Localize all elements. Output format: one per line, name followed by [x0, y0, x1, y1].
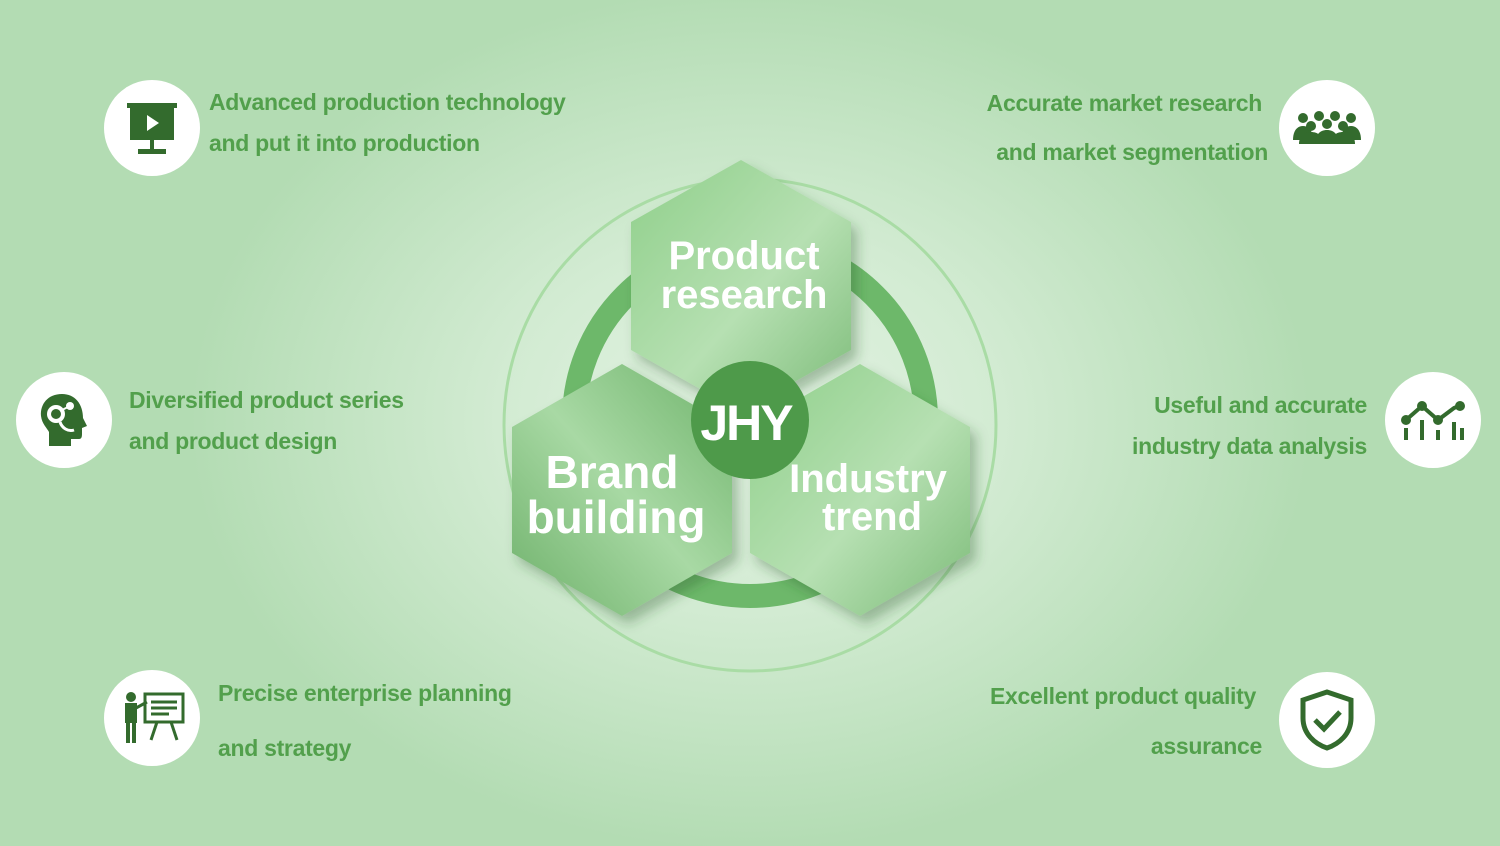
brain-head-icon: [16, 372, 112, 468]
feature-text: Excellent product quality: [990, 683, 1256, 709]
feature-text: industry data analysis: [1132, 433, 1367, 459]
feature-text: Diversified product series: [129, 387, 404, 413]
hex-label: building: [527, 491, 706, 543]
feature-text: assurance: [1150, 733, 1262, 759]
feature-text: and product design: [129, 428, 337, 454]
hex-label: Industry: [789, 457, 948, 501]
feature-text: Useful and accurate: [1154, 392, 1367, 418]
hexagon-product-research: [631, 160, 851, 412]
center-label: JHY: [700, 395, 793, 451]
presenter-board-icon: [104, 670, 200, 766]
line-chart-icon: [1385, 372, 1481, 468]
feature-text: Precise enterprise planning: [218, 680, 512, 706]
feature-text: and put it into production: [209, 130, 480, 156]
hex-label: trend: [822, 495, 922, 539]
feature-text: and market segmentation: [996, 139, 1268, 165]
group-people-icon: [1279, 80, 1375, 176]
shield-check-icon: [1279, 672, 1375, 768]
hex-label: Brand: [546, 446, 679, 498]
hexagon-brand-building: [512, 364, 732, 616]
feature-text: Advanced production technology: [209, 89, 566, 115]
feature-text: Accurate market research: [986, 90, 1263, 116]
hex-label: Product: [668, 234, 819, 278]
hex-label: research: [661, 273, 828, 317]
center-circle: [691, 361, 809, 479]
feature-text: and strategy: [218, 735, 352, 761]
presentation-play-icon: [104, 80, 200, 176]
